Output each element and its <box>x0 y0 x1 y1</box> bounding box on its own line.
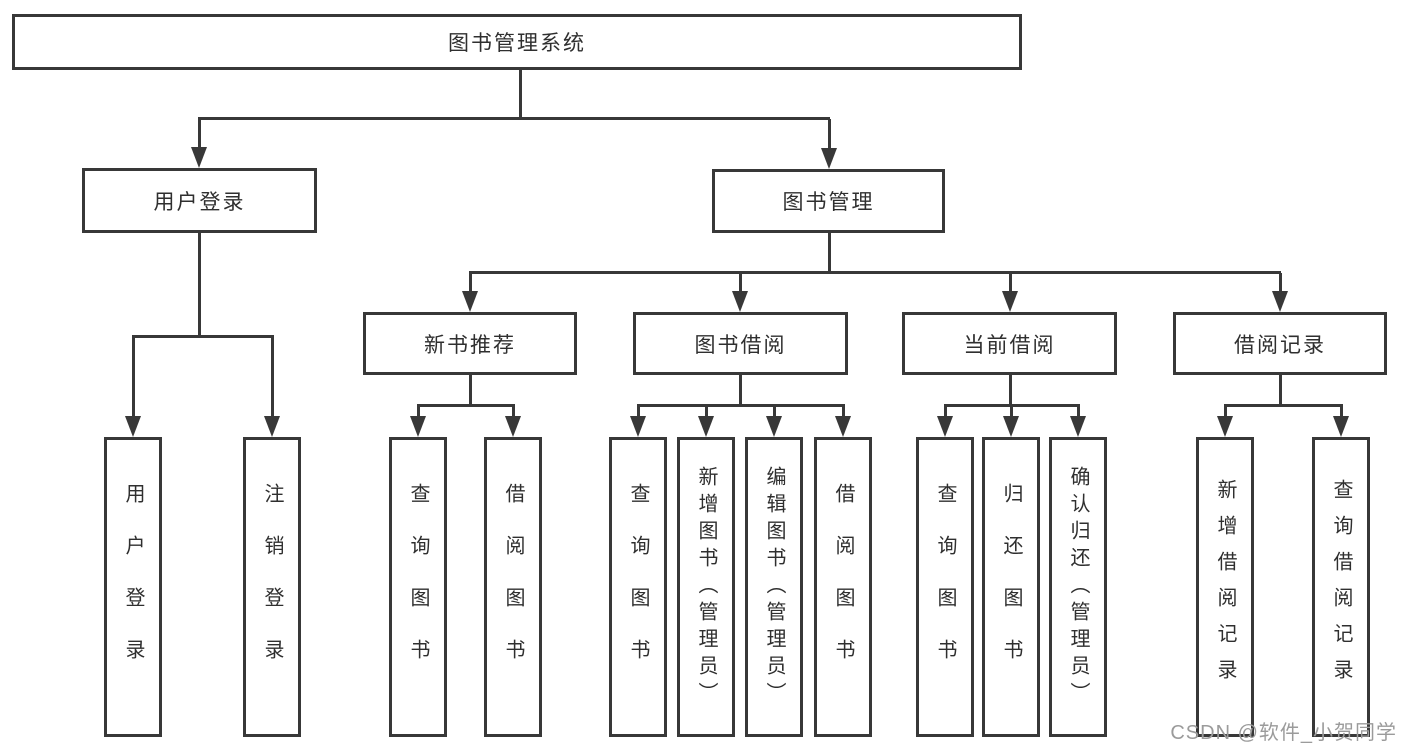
arrow-down-icon <box>410 416 426 437</box>
arrow-down-icon <box>1217 416 1233 437</box>
arrow-down-icon <box>191 147 207 168</box>
connector-line <box>705 406 708 420</box>
leaf-edit-books-admin: 编辑图书（管理员） <box>745 437 803 737</box>
arrow-down-icon <box>1002 291 1018 312</box>
arrow-down-icon <box>835 416 851 437</box>
node-label: 当前借阅 <box>963 333 1056 357</box>
connector-line <box>132 337 135 418</box>
node-current-borrowing: 当前借阅 <box>902 312 1117 375</box>
connector-line <box>1224 406 1227 420</box>
leaf-label: 用户登录 <box>122 483 144 691</box>
connector-line <box>1224 404 1343 407</box>
leaf-query-borrow-record: 查询借阅记录 <box>1312 437 1370 737</box>
arrow-down-icon <box>630 416 646 437</box>
connector-line <box>637 406 640 420</box>
node-book-management: 图书管理 <box>712 169 945 233</box>
leaf-label: 查询借阅记录 <box>1330 479 1352 695</box>
connector-line <box>1010 406 1013 420</box>
connector-line <box>417 404 515 407</box>
connector-line <box>828 233 831 273</box>
leaf-query-books-borrowing: 查询图书 <box>609 437 667 737</box>
node-label: 用户登录 <box>153 190 246 214</box>
leaf-query-books-current: 查询图书 <box>916 437 974 737</box>
arrow-down-icon <box>732 291 748 312</box>
leaf-label: 归还图书 <box>1000 483 1022 691</box>
leaf-add-borrow-record: 新增借阅记录 <box>1196 437 1254 737</box>
arrow-down-icon <box>821 148 837 169</box>
connector-line <box>1279 375 1282 406</box>
leaf-return-books: 归还图书 <box>982 437 1040 737</box>
leaf-borrow-books: 借阅图书 <box>814 437 872 737</box>
arrow-down-icon <box>125 416 141 437</box>
connector-line <box>944 406 947 420</box>
node-label: 借阅记录 <box>1234 333 1326 357</box>
connector-line <box>739 273 742 293</box>
node-user-login: 用户登录 <box>82 168 317 233</box>
connector-line <box>828 119 831 150</box>
connector-line <box>198 233 201 337</box>
arrow-down-icon <box>698 416 714 437</box>
arrow-down-icon <box>1003 416 1019 437</box>
leaf-label: 查询图书 <box>934 483 956 691</box>
node-borrowing-records: 借阅记录 <box>1173 312 1387 375</box>
connector-line <box>739 375 742 406</box>
node-label: 图书借阅 <box>694 333 787 357</box>
connector-line <box>773 406 776 420</box>
connector-line <box>512 406 515 420</box>
leaf-label: 借阅图书 <box>832 483 854 691</box>
arrow-down-icon <box>766 416 782 437</box>
connector-line <box>417 406 420 420</box>
leaf-borrow-books-recommend: 借阅图书 <box>484 437 542 737</box>
connector-line <box>1279 273 1282 293</box>
connector-line <box>944 404 1080 407</box>
node-book-borrowing: 图书借阅 <box>633 312 848 375</box>
leaf-add-books-admin: 新增图书（管理员） <box>677 437 735 737</box>
leaf-label: 查询图书 <box>627 483 649 691</box>
connector-line <box>1009 375 1012 406</box>
leaf-confirm-return-admin: 确认归还（管理员） <box>1049 437 1107 737</box>
connector-line <box>469 375 472 406</box>
arrow-down-icon <box>1272 291 1288 312</box>
connector-line <box>1077 406 1080 420</box>
node-label: 图书管理 <box>782 191 875 214</box>
leaf-user-login: 用户登录 <box>104 437 162 737</box>
leaf-label: 新增借阅记录 <box>1214 479 1236 695</box>
connector-line <box>198 119 201 149</box>
leaf-logout: 注销登录 <box>243 437 301 737</box>
arrow-down-icon <box>1333 416 1349 437</box>
node-label: 新书推荐 <box>424 333 516 357</box>
leaf-label: 新增图书（管理员） <box>695 465 717 709</box>
connector-line <box>198 117 830 120</box>
connector-line <box>469 273 472 293</box>
leaf-label: 查询图书 <box>407 483 429 691</box>
watermark: CSDN @软件_小贺同学 <box>1170 722 1397 744</box>
leaf-label: 编辑图书（管理员） <box>763 465 785 709</box>
leaf-label: 注销登录 <box>261 483 283 691</box>
arrow-down-icon <box>462 291 478 312</box>
node-label: 图书管理系统 <box>448 32 586 55</box>
connector-line <box>1009 273 1012 293</box>
leaf-query-books-recommend: 查询图书 <box>389 437 447 737</box>
node-library-management-system: 图书管理系统 <box>12 14 1022 70</box>
connector-line <box>132 335 274 338</box>
arrow-down-icon <box>1070 416 1086 437</box>
connector-line <box>271 337 274 418</box>
arrow-down-icon <box>264 416 280 437</box>
leaf-label: 借阅图书 <box>502 483 524 691</box>
connector-line <box>842 406 845 420</box>
arrow-down-icon <box>937 416 953 437</box>
connector-line <box>637 404 845 407</box>
connector-line <box>469 271 1281 274</box>
leaf-label: 确认归还（管理员） <box>1067 465 1089 709</box>
node-new-book-recommendation: 新书推荐 <box>363 312 577 375</box>
connector-line <box>1340 406 1343 420</box>
connector-line <box>519 70 522 119</box>
arrow-down-icon <box>505 416 521 437</box>
